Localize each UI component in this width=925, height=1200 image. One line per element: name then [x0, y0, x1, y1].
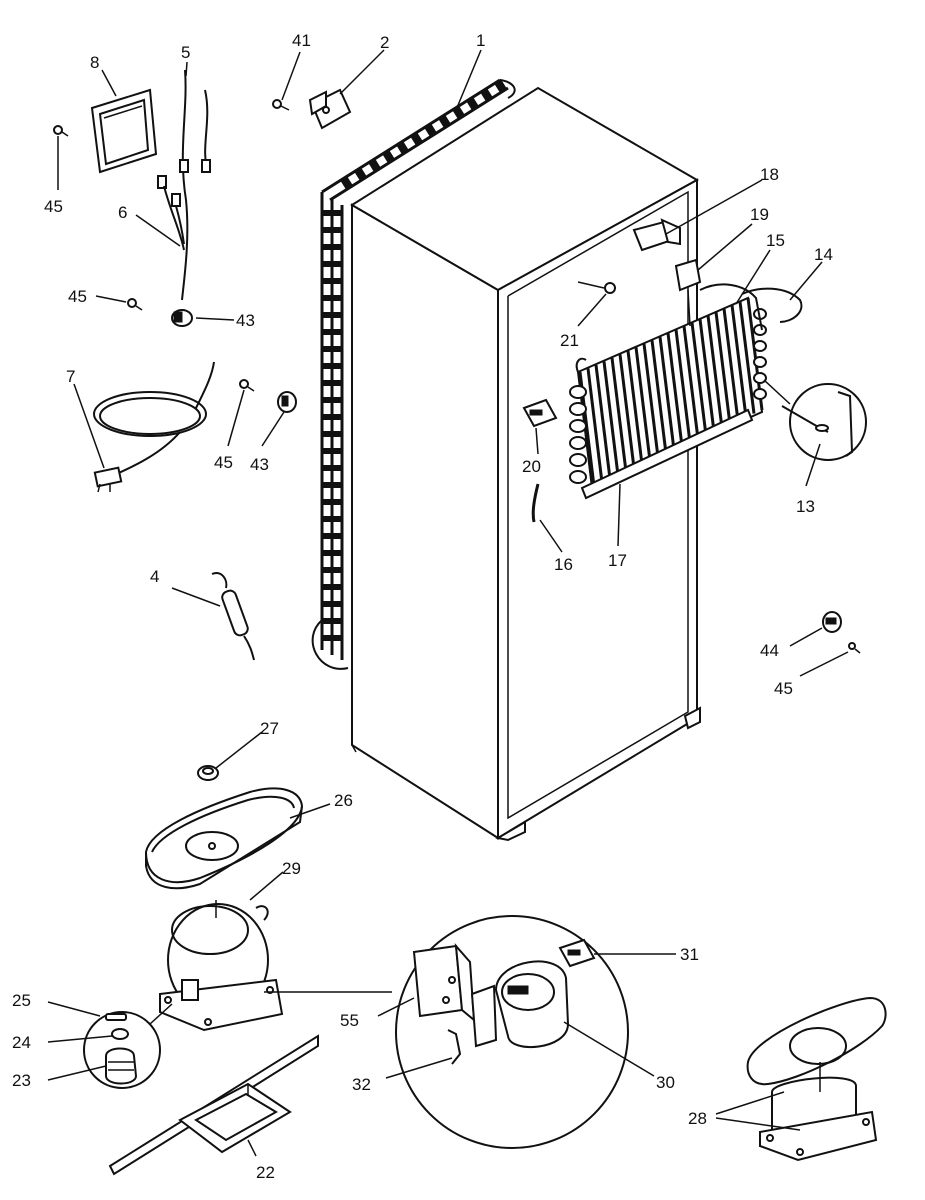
- label-part-8: 8: [90, 53, 99, 72]
- sensor-part-21: [577, 281, 616, 294]
- leader-lines: [47, 49, 849, 1157]
- label-part-45-a: 45: [44, 197, 63, 216]
- part-number-labels: 1 2 41 8 5 45 6 45 43 7 45 43 4 27 26 29…: [12, 31, 833, 1182]
- label-part-28: 28: [688, 1109, 707, 1128]
- tube-part-14: [741, 287, 803, 323]
- label-part-14: 14: [814, 245, 833, 264]
- label-part-15: 15: [766, 231, 785, 250]
- label-part-1: 1: [476, 31, 485, 50]
- label-part-45-d: 45: [774, 679, 793, 698]
- grommet-detail-circle: [83, 1003, 173, 1089]
- base-rail-part-22: [108, 1034, 319, 1176]
- condenser-coil: [311, 78, 516, 670]
- label-part-41: 41: [292, 31, 311, 50]
- label-part-4: 4: [150, 567, 159, 586]
- nut-part-27: [197, 765, 219, 781]
- label-part-7: 7: [66, 367, 75, 386]
- thermostat-detail-part-13: [763, 379, 867, 461]
- evaporator-part-17: [569, 296, 767, 500]
- label-part-27: 27: [260, 719, 279, 738]
- label-part-19: 19: [750, 205, 769, 224]
- label-part-18: 18: [760, 165, 779, 184]
- label-part-44: 44: [760, 641, 779, 660]
- wire-harness-part-5-6: [157, 69, 211, 301]
- screw-part-45-b: [127, 298, 143, 311]
- bracket-part-19: [674, 258, 702, 327]
- label-part-22: 22: [256, 1163, 275, 1182]
- label-part-45-b: 45: [68, 287, 87, 306]
- drier-part-4: [211, 572, 255, 661]
- bracket-part-2: [308, 88, 352, 130]
- clip-part-43-upper: [171, 309, 193, 327]
- label-part-2: 2: [380, 33, 389, 52]
- label-part-30: 30: [656, 1073, 675, 1092]
- label-part-43-a: 43: [236, 311, 255, 330]
- bracket-part-18: [632, 218, 681, 252]
- power-cord-part-7: [93, 361, 215, 493]
- label-part-17: 17: [608, 551, 627, 570]
- drain-pan-part-26: [144, 787, 304, 890]
- label-part-55: 55: [340, 1011, 359, 1030]
- screw-part-45-d: [848, 642, 861, 654]
- clip-part-43-lower: [277, 391, 297, 413]
- screw-part-41: [272, 99, 290, 111]
- label-part-26: 26: [334, 791, 353, 810]
- panel-part-8: [90, 88, 158, 174]
- label-part-24: 24: [12, 1033, 31, 1052]
- label-part-13: 13: [796, 497, 815, 516]
- label-part-32: 32: [352, 1075, 371, 1094]
- screw-part-45-a: [53, 125, 69, 137]
- label-part-16: 16: [554, 555, 573, 574]
- label-part-6: 6: [118, 203, 127, 222]
- connector-part-20: [522, 398, 558, 428]
- label-part-23: 23: [12, 1071, 31, 1090]
- label-part-31: 31: [680, 945, 699, 964]
- screw-part-45-c: [239, 379, 255, 392]
- label-part-43-b: 43: [250, 455, 269, 474]
- label-part-20: 20: [522, 457, 541, 476]
- label-part-5: 5: [181, 43, 190, 62]
- relay-detail-circle: [395, 915, 629, 1149]
- label-part-21: 21: [560, 331, 579, 350]
- tube-part-15: [699, 283, 763, 331]
- compressor-assembly-part-28: [746, 996, 887, 1162]
- heater-part-16: [531, 483, 540, 523]
- label-part-25: 25: [12, 991, 31, 1010]
- label-part-29: 29: [282, 859, 301, 878]
- label-part-45-c: 45: [214, 453, 233, 472]
- compressor-part-29: [159, 900, 284, 1032]
- clip-part-44: [822, 611, 842, 633]
